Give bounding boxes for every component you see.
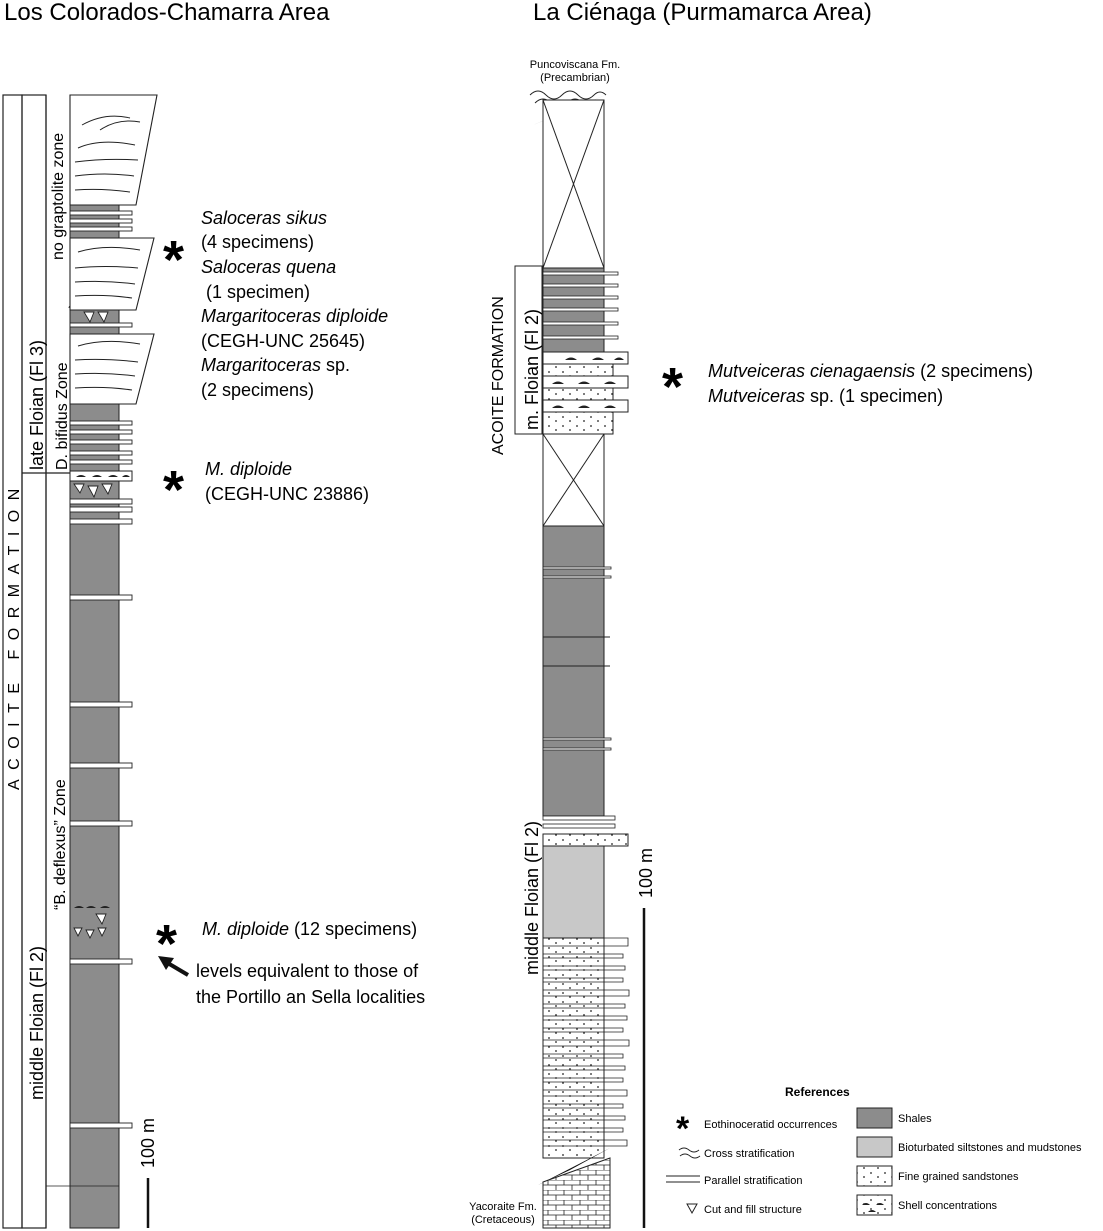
- right-occurrence: Mutveiceras cienagaensis (2 specimens) M…: [708, 361, 1033, 406]
- right-limestone: [542, 1157, 611, 1229]
- svg-text:Saloceras quena: Saloceras quena: [201, 257, 336, 277]
- svg-text:Mutveiceras cienagaensis (2 sp: Mutveiceras cienagaensis (2 specimens): [708, 361, 1033, 381]
- legend-shell-swatch: [856, 1194, 893, 1216]
- asterisk-icon: *: [163, 230, 184, 290]
- svg-text:Margaritoceras sp.: Margaritoceras sp.: [201, 355, 350, 375]
- cut-fill-icon: [686, 1203, 698, 1215]
- right-title: La Ciénaga (Purmamarca Area): [533, 0, 872, 26]
- left-title: Los Colorados-Chamarra Area: [4, 0, 330, 26]
- svg-text:(2 specimens): (2 specimens): [201, 380, 314, 400]
- legend-shale-swatch: [856, 1107, 893, 1129]
- right-upper-thin-beds: [542, 271, 619, 340]
- left-cross-lamination: [74, 115, 141, 391]
- legend-shales: Shales: [898, 1113, 932, 1125]
- arrow-icon: [158, 956, 190, 977]
- right-formation-bracket: [514, 265, 543, 435]
- right-formation-label: ACOITE FORMATION: [490, 296, 507, 455]
- left-cross-stratified-beds: [69, 94, 158, 405]
- legend-shell-marks: [862, 1203, 884, 1212]
- right-sandstone-package: [542, 937, 605, 1159]
- right-bottom-unit: Yacoraite Fm.: [469, 1201, 537, 1213]
- cross-stratification-icon: [678, 1147, 701, 1159]
- cut-fill-icon: [73, 311, 113, 940]
- right-covered-intervals: [542, 99, 605, 527]
- right-shale-partings: [543, 636, 610, 667]
- svg-text:Mutveiceras sp. (1 specimen): Mutveiceras sp. (1 specimen): [708, 386, 943, 406]
- legend-cross: Cross stratification: [704, 1148, 794, 1160]
- right-lower-shale: [542, 525, 605, 817]
- legend-cut-fill: Cut and fill structure: [704, 1204, 802, 1216]
- left-occurrence-3: M. diploide (12 specimens): [202, 919, 417, 939]
- left-shell-marks-lower: [74, 906, 110, 908]
- left-stage-late: late Floian (Fl 3): [27, 340, 47, 470]
- legend-sandstones: Fine grained sandstones: [898, 1171, 1019, 1183]
- right-stage-middle: middle Floian (Fl 2): [522, 821, 542, 975]
- left-occurrence-1: Saloceras sikus (4 specimens) Saloceras …: [201, 208, 388, 400]
- svg-text:(4 specimens): (4 specimens): [201, 232, 314, 252]
- left-occurrence-2: M. diploide (CEGH-UNC 23886): [205, 459, 369, 504]
- right-shell-marks: [552, 357, 624, 408]
- legend-bioturbated: Bioturbated siltstones and mudstones: [898, 1142, 1082, 1154]
- right-bottom-fault: [538, 1148, 610, 1185]
- svg-text:Saloceras sikus: Saloceras sikus: [201, 208, 327, 228]
- svg-text:(1 specimen): (1 specimen): [201, 282, 310, 302]
- asterisk-icon: *: [676, 1110, 690, 1148]
- left-stage-middle: middle Floian (Fl 2): [27, 946, 47, 1100]
- legend-title: References: [785, 1085, 850, 1099]
- right-top-unit: Puncoviscana Fm.: [530, 59, 620, 71]
- asterisk-icon: *: [163, 460, 184, 520]
- svg-text:(CEGH-UNC 25645): (CEGH-UNC 25645): [201, 331, 365, 351]
- svg-text:(CEGH-UNC 23886): (CEGH-UNC 23886): [205, 484, 369, 504]
- right-siltstone-interval: [542, 845, 605, 939]
- left-zone-bifidus: D. bifidus Zone: [54, 362, 71, 470]
- legend-eothinoceratid: Eothinoceratid occurrences: [704, 1119, 838, 1131]
- left-formation-label: ACOITE FORMATION: [6, 479, 23, 790]
- legend: References * Eothinoceratid occurrences …: [666, 1085, 1082, 1216]
- left-note-line2: the Portillo an Sella localities: [196, 987, 425, 1007]
- right-stage-m: m. Floian (Fl 2): [522, 309, 542, 430]
- left-shell-bed: [69, 470, 133, 482]
- right-sand-bed: [542, 833, 629, 847]
- svg-text:M. diploide: M. diploide: [205, 459, 292, 479]
- parallel-stratification-icon: [666, 1175, 700, 1183]
- right-lower-thin-beds: [542, 566, 616, 829]
- legend-parallel: Parallel stratification: [704, 1175, 802, 1187]
- left-zone-no-graptolite: no graptolite zone: [50, 133, 67, 260]
- legend-siltstone-swatch: [856, 1136, 893, 1158]
- left-shell-marks: [76, 475, 130, 477]
- right-bottom-age: (Cretaceous): [471, 1214, 535, 1226]
- left-chronostrat-frame: [2, 94, 70, 1229]
- svg-text:Margaritoceras diploide: Margaritoceras diploide: [201, 306, 388, 326]
- right-scale-label: 100 m: [636, 848, 656, 898]
- asterisk-icon: *: [662, 357, 683, 417]
- right-shell-beds: [542, 351, 629, 435]
- left-scale-label: 100 m: [138, 1118, 158, 1168]
- legend-shell: Shell concentrations: [898, 1200, 998, 1212]
- legend-sandstone-swatch: [856, 1165, 893, 1187]
- left-thin-beds: [69, 210, 133, 1129]
- right-top-age: (Precambrian): [540, 72, 610, 84]
- left-zone-deflexus: “B. deflexus” Zone: [52, 779, 69, 910]
- left-note-line1: levels equivalent to those of: [196, 961, 419, 981]
- right-interbeds: [543, 937, 630, 1147]
